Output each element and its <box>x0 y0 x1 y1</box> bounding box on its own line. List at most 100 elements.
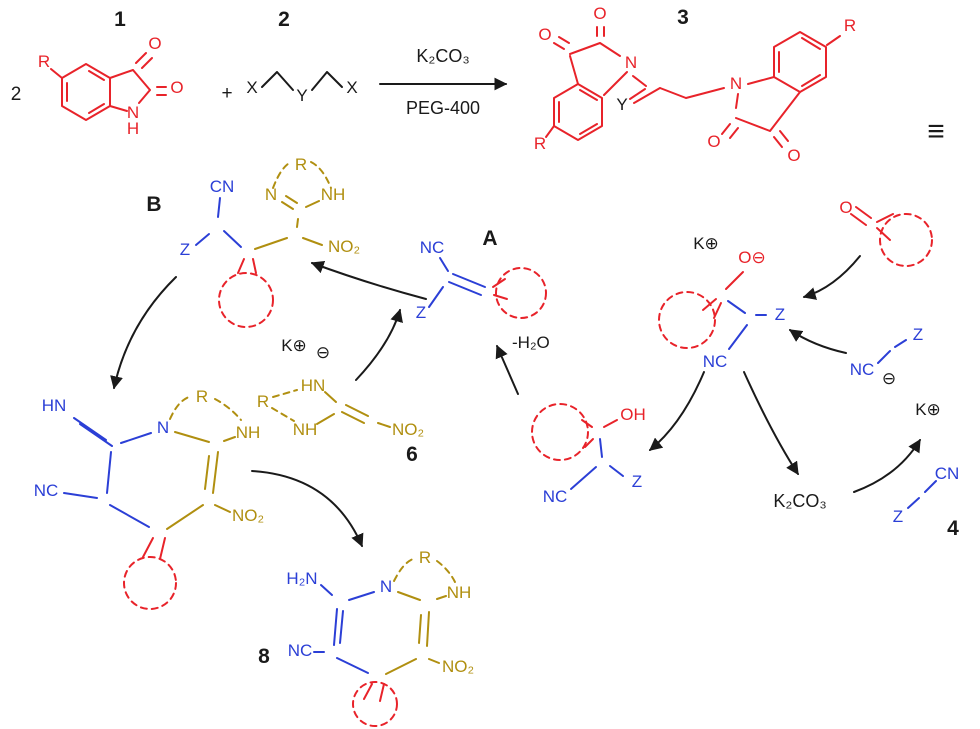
atom-CN: CN <box>210 177 235 196</box>
compound-2-dihalide: X Y X <box>246 71 358 105</box>
bonds <box>727 300 767 350</box>
compound-1-isatin: R O O N H <box>38 34 184 138</box>
hydroxy-intermediate: OH Z NC <box>531 403 646 506</box>
ring-intermediate-imine: N HN NC R NH NO₂ <box>34 387 264 610</box>
compound-4-number: 4 <box>947 517 959 540</box>
bonds <box>363 683 385 702</box>
abbreviated-ring <box>879 213 933 267</box>
ketone-fragment: O <box>839 198 933 267</box>
linker-bond-left <box>629 75 647 100</box>
linker-bond-right <box>633 87 725 104</box>
arrow-ketone-to-alkoxide <box>802 255 861 300</box>
base-label: K₂CO₃ <box>773 491 826 511</box>
atom-NH: NH <box>293 420 318 439</box>
compound-4-nitrile: CN Z 4 <box>893 464 959 540</box>
compound-3-number: 3 <box>677 6 689 29</box>
compound-3-bis-isatin: R O O N Y N O O R <box>534 4 856 165</box>
bonds <box>428 257 486 308</box>
atom-R: R <box>196 387 208 406</box>
bonds <box>313 584 375 674</box>
intermediate-B-adduct: B CN Z N NH R NO₂ <box>146 155 360 328</box>
atom-NO2: NO₂ <box>442 657 474 676</box>
atom-N: N <box>625 53 637 72</box>
top-reaction-scheme: 1 2 R O O N H + 2 X Y X K₂CO₃ PEG-400 3 <box>11 4 945 165</box>
abbreviated-ring <box>218 272 274 328</box>
atom-NH: NH <box>447 583 472 602</box>
abbreviated-ring <box>495 267 547 319</box>
bonds <box>166 431 236 530</box>
potassium-alkoxide-intermediate: K⊕ O⊖ Z NC <box>658 234 785 371</box>
atom-NO2: NO₂ <box>232 506 264 525</box>
bonds <box>581 419 618 448</box>
compound-8-product: H₂N N NC R NH NO₂ 8 <box>258 548 474 727</box>
atom-R: R <box>419 548 431 567</box>
bonds <box>385 591 447 675</box>
r-bridge-arc <box>393 558 456 583</box>
bonds <box>492 278 508 300</box>
atom-O: O <box>839 198 852 217</box>
bonds <box>721 35 841 148</box>
atom-NH: NH <box>321 185 346 204</box>
minus-water-label: -H₂O <box>512 333 550 352</box>
compound-6-number: 6 <box>406 443 418 466</box>
atom-H: H <box>127 119 139 138</box>
compound-2-number: 2 <box>278 8 290 31</box>
arrow-to-base <box>743 371 799 476</box>
atom-NC: NC <box>850 360 875 379</box>
dehydration-step: -H₂O <box>495 333 550 395</box>
reaction-conditions: K₂CO₃ PEG-400 <box>379 46 508 118</box>
mechanism-cycle: O K⊕ O⊖ Z NC NC Z ⊖ K⊕ K₂CO₃ CN Z 4 <box>34 155 959 727</box>
atom-Z: Z <box>775 305 785 324</box>
atom-Y: Y <box>296 86 307 105</box>
carbanion: NC Z ⊖ <box>850 325 923 388</box>
arrow-base-to-kplus <box>853 438 921 493</box>
arrow-ring-to-8 <box>251 470 364 548</box>
atom-O: O <box>538 25 551 44</box>
compound-1-number: 1 <box>114 8 126 31</box>
bonds <box>570 438 624 490</box>
abbreviated-ring <box>658 291 716 349</box>
atom-R: R <box>844 16 856 35</box>
atom-NO2: NO₂ <box>328 237 360 256</box>
compound-6-aminal: R HN NH NO₂ 6 <box>257 376 424 466</box>
arrow-6-to-A <box>355 308 403 381</box>
atom-NC: NC <box>34 481 59 500</box>
bonds <box>63 417 152 528</box>
atom-X: X <box>246 78 257 97</box>
atom-R: R <box>534 134 546 153</box>
atom-O: O <box>787 146 800 165</box>
alkoxide-oxygen: O⊖ <box>738 248 765 267</box>
atom-NO2: NO₂ <box>392 420 424 439</box>
intermediate-B-number: B <box>146 193 161 216</box>
potassium-cation: K⊕ <box>281 336 307 355</box>
nitronate-charge: ⊖ <box>316 343 330 362</box>
atom-R: R <box>295 155 307 174</box>
bonds <box>254 195 323 250</box>
condition-solvent: PEG-400 <box>406 98 480 118</box>
compound-8-number: 8 <box>258 645 270 668</box>
atom-Z: Z <box>632 472 642 491</box>
atom-NC: NC <box>703 352 728 371</box>
atom-NC: NC <box>288 641 313 660</box>
abbreviated-ring <box>531 403 589 461</box>
r-bridge-arc <box>169 396 242 421</box>
carbanion-charge: ⊖ <box>882 369 896 388</box>
benzene-ring <box>61 63 111 121</box>
benzene-ring <box>773 31 827 93</box>
condition-base: K₂CO₃ <box>416 46 469 66</box>
atom-R: R <box>38 52 50 71</box>
atom-Z: Z <box>893 507 903 526</box>
atom-CN: CN <box>935 464 960 483</box>
atom-NH: NH <box>236 423 261 442</box>
abbreviated-ring <box>123 556 177 610</box>
arrow-carbanion-addition <box>788 329 847 354</box>
benzene-ring <box>553 83 603 141</box>
atom-OH: OH <box>620 405 646 424</box>
atom-H2N: H₂N <box>286 569 317 588</box>
atom-X: X <box>346 78 357 97</box>
atom-O: O <box>170 78 183 97</box>
atom-HN: HN <box>42 396 67 415</box>
arrow-alkoxide-to-alcohol <box>648 371 705 451</box>
atom-R: R <box>257 392 269 411</box>
